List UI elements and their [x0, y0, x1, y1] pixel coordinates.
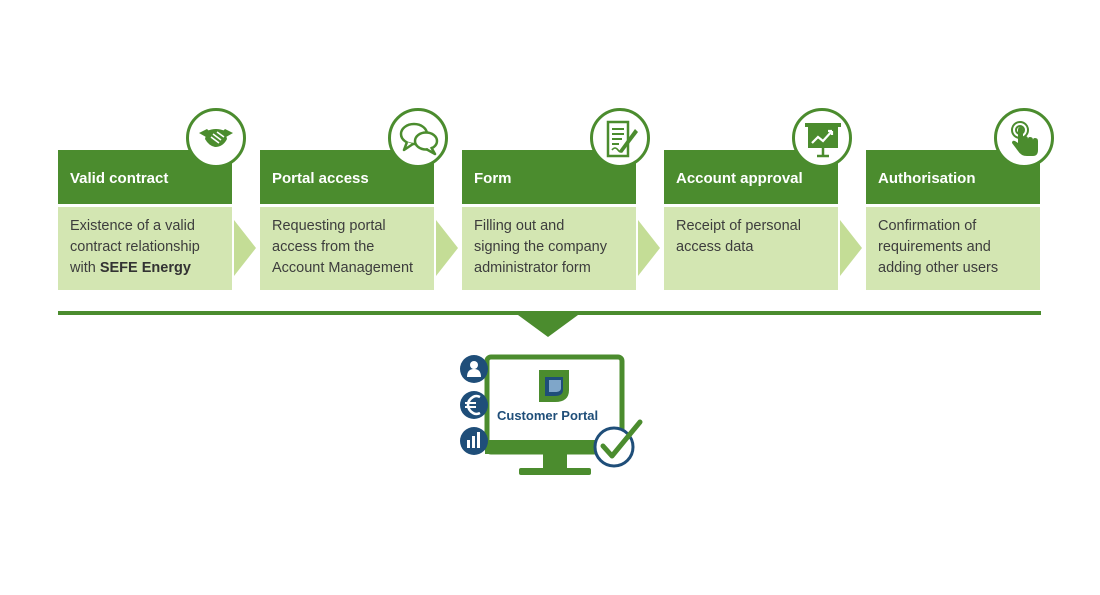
step-valid-contract: Valid contract Existence of a valid cont…	[58, 108, 246, 290]
step-description-line: access data	[676, 239, 754, 255]
step-description-line: Receipt of personal	[676, 218, 801, 234]
step-arrow	[840, 220, 862, 276]
step-description-line: with SEFE Energy	[70, 258, 226, 279]
down-arrow-icon	[518, 315, 578, 337]
step-arrow	[436, 220, 458, 276]
step-description-line: contract relationship	[70, 239, 200, 255]
step-title: Account approval	[664, 150, 838, 204]
step-description: Confirmation of requirements and adding …	[866, 207, 1040, 290]
bar-chart-icon	[460, 427, 488, 455]
euro-icon	[460, 391, 488, 419]
step-description-line: Account Management	[272, 260, 414, 276]
step-description-line: access from the	[272, 239, 375, 255]
step-description: Filling out and signing the company admi…	[462, 207, 636, 290]
handshake-icon	[186, 108, 246, 168]
step-account-approval: Account approval Receipt of personal acc…	[664, 108, 852, 290]
step-description-line: Filling out and	[474, 218, 565, 234]
leaf-logo-icon	[539, 370, 569, 402]
step-description-line: requirements and	[878, 239, 991, 255]
step-description-line: Existence of a valid	[70, 218, 195, 234]
chat-bubbles-icon	[388, 108, 448, 168]
user-icon	[460, 355, 488, 383]
step-description-line: adding other users	[878, 260, 999, 276]
step-portal-access: Portal access Requesting portal access f…	[260, 108, 448, 290]
divider-line	[58, 311, 1041, 315]
step-arrow	[234, 220, 256, 276]
step-description-prefix: with	[70, 260, 100, 276]
customer-portal-label: Customer Portal	[497, 408, 599, 423]
form-document-icon	[590, 108, 650, 168]
step-arrow	[638, 220, 660, 276]
step-description: Requesting portal access from the Accoun…	[260, 207, 434, 290]
company-name: SEFE Energy	[99, 260, 191, 276]
step-description: Receipt of personal access data	[664, 207, 838, 290]
step-description-line: signing the company	[474, 239, 607, 255]
step-description-line: Requesting portal	[272, 218, 386, 234]
checkmark-icon	[593, 419, 643, 468]
step-description-line: administrator form	[474, 260, 591, 276]
presentation-board-icon	[792, 108, 852, 168]
step-authorisation: Authorisation Confirmation of requiremen…	[866, 108, 1054, 290]
step-form: Form Filling out and signing the company…	[462, 108, 650, 290]
touch-hand-icon	[994, 108, 1054, 168]
step-description-line: Confirmation of	[878, 218, 977, 234]
customer-portal-monitor	[460, 354, 643, 475]
step-description: Existence of a valid contract relationsh…	[58, 207, 232, 290]
